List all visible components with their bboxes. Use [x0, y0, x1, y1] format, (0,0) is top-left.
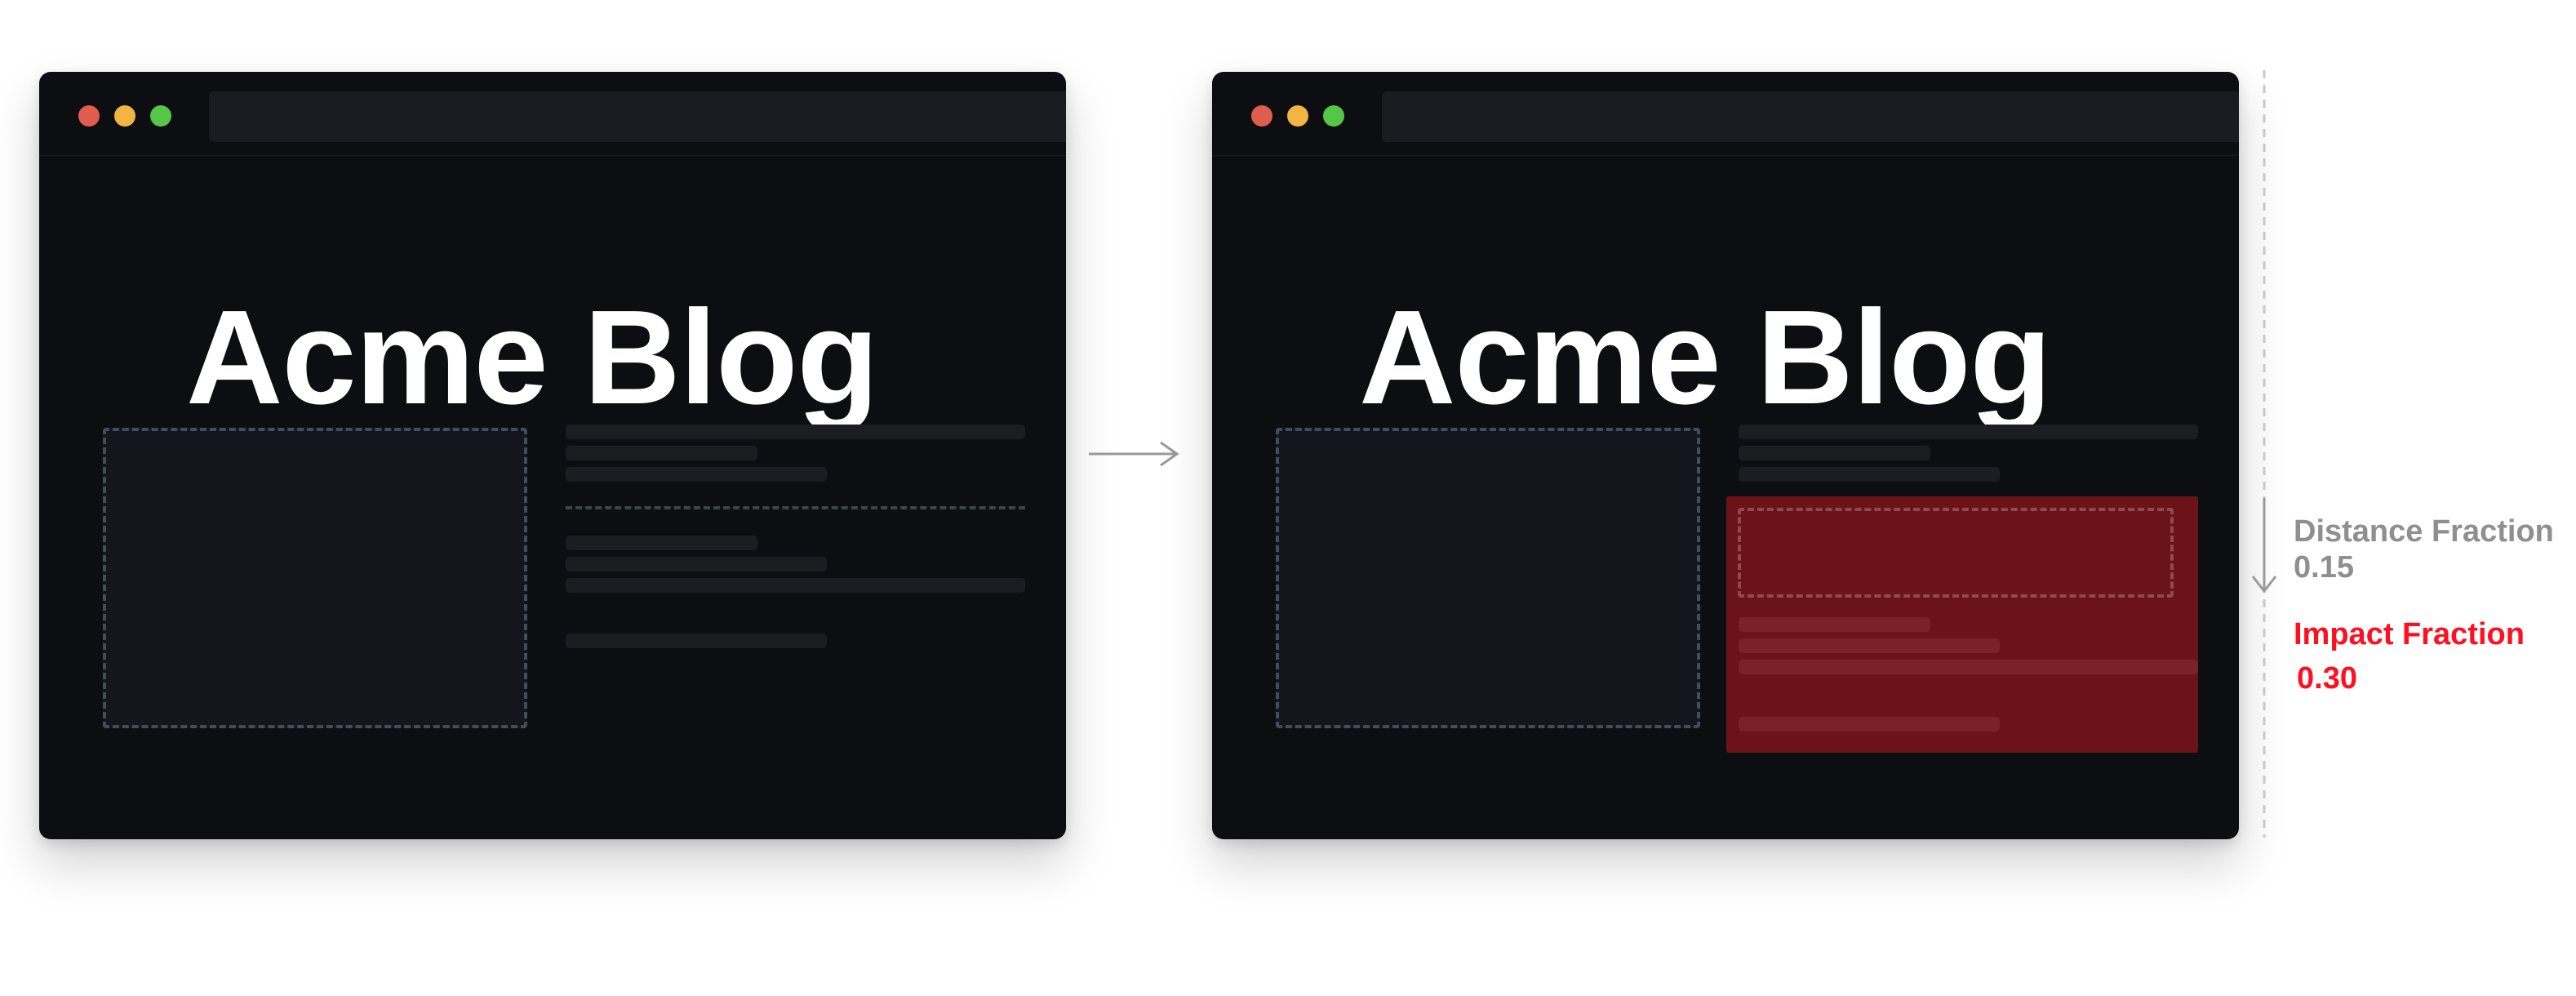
text-line — [1739, 425, 2198, 439]
address-bar[interactable] — [1382, 91, 2239, 142]
text-line — [566, 536, 757, 550]
text-line — [566, 446, 757, 460]
blog-title: Acme Blog — [1359, 282, 2052, 432]
shifted-element-outline — [1738, 508, 2174, 598]
text-line — [1739, 467, 2000, 482]
close-window-dot[interactable] — [1251, 105, 1272, 127]
title-bar — [1212, 72, 2239, 156]
image-placeholder — [1276, 428, 1700, 728]
browser-window-before: Acme Blog — [39, 72, 1066, 839]
shifted-text-line — [1739, 717, 2000, 731]
distance-fraction-value: 0.15 — [2294, 550, 2354, 585]
text-line — [1739, 446, 1930, 460]
down-arrow-icon — [2251, 70, 2277, 838]
text-line — [566, 578, 1025, 593]
title-bar — [39, 72, 1066, 156]
shifted-text-line — [1739, 617, 1930, 632]
blog-title: Acme Blog — [186, 282, 879, 432]
image-placeholder — [103, 428, 527, 728]
right-arrow-icon — [1089, 441, 1179, 467]
impact-fraction-value: 0.30 — [2297, 661, 2357, 696]
browser-window-after: Acme Blog — [1212, 72, 2239, 839]
shifted-text-line — [1739, 660, 2198, 674]
address-bar[interactable] — [209, 91, 1066, 142]
distance-fraction-label: Distance Fraction — [2294, 514, 2554, 549]
maximize-window-dot[interactable] — [150, 105, 171, 127]
text-line — [566, 425, 1025, 439]
text-line — [566, 634, 827, 648]
minimize-window-dot[interactable] — [1287, 105, 1308, 127]
text-line — [566, 467, 827, 482]
dashed-element-outline — [566, 506, 1025, 509]
minimize-window-dot[interactable] — [114, 105, 135, 127]
shifted-text-line — [1739, 638, 2000, 653]
close-window-dot[interactable] — [78, 105, 100, 127]
text-line — [566, 557, 827, 571]
maximize-window-dot[interactable] — [1323, 105, 1344, 127]
impact-fraction-label: Impact Fraction — [2294, 617, 2525, 651]
